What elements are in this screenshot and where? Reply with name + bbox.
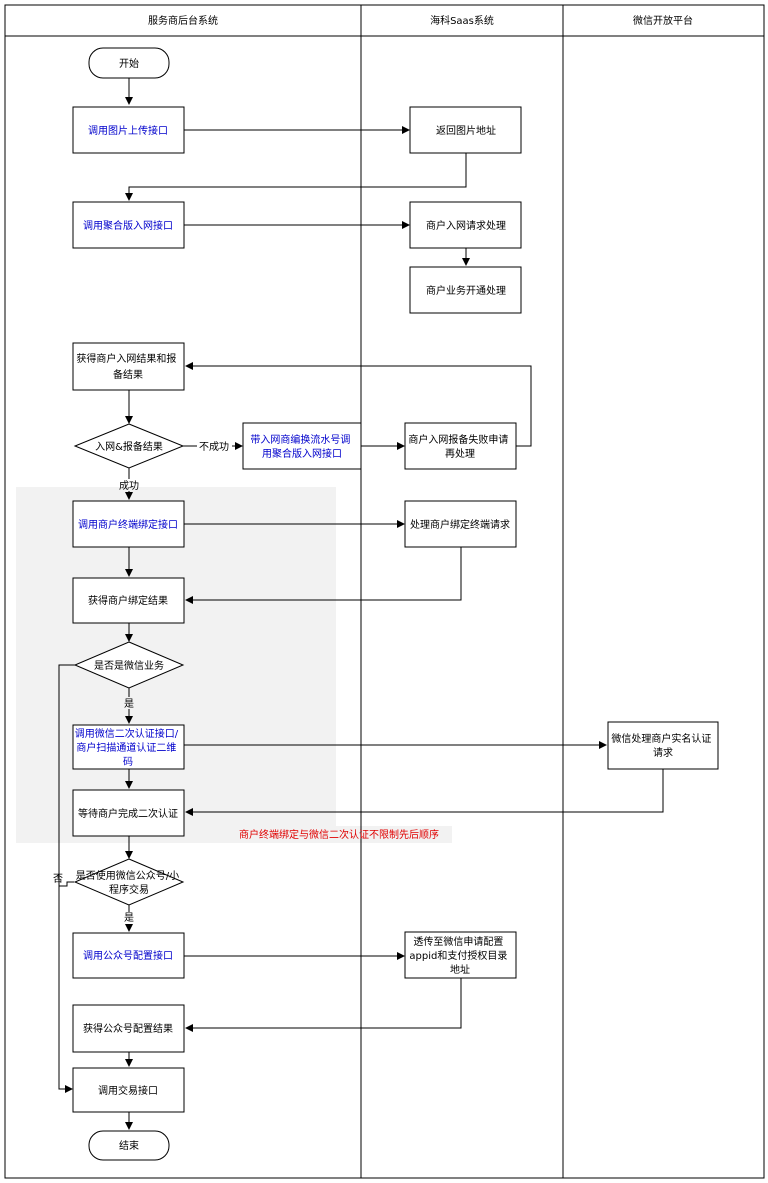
bind-process-node: 处理商户绑定终端请求 bbox=[404, 500, 517, 548]
wechat-auth-api-label-1: 调用微信二次认证接口/ bbox=[75, 727, 179, 740]
get-result-label-1: 获得商户入网结果和报 bbox=[76, 352, 176, 365]
merchant-request-node: 商户入网请求处理 bbox=[409, 201, 522, 249]
svg-text:等待商户完成二次认证: 等待商户完成二次认证 bbox=[78, 807, 178, 820]
svg-text:商户入网请求处理: 商户入网请求处理 bbox=[426, 219, 506, 232]
retry-api-label-1: 带入网商编换流水号调 bbox=[250, 433, 350, 446]
retry-api-node: 带入网商编换流水号调 用聚合版入网接口 bbox=[242, 422, 362, 470]
upload-api-label: 调用图片上传接口 bbox=[88, 124, 168, 137]
swimlane-frame bbox=[4, 4, 765, 1179]
mp-forward-label-1: 透传至微信申请配置 bbox=[413, 935, 503, 948]
decision-mp-label-2: 程序交易 bbox=[109, 883, 149, 896]
retry-api-label-2: 用聚合版入网接口 bbox=[262, 447, 342, 460]
lane-header-wechat: 微信开放平台 bbox=[633, 14, 693, 27]
wechat-realname-label-1: 微信处理商户实名认证 bbox=[611, 732, 711, 745]
aggregate-api-node: 调用聚合版入网接口 bbox=[72, 201, 185, 249]
wait-auth-label: 等待商户完成二次认证 bbox=[78, 807, 178, 820]
bind-result-label: 获得商户绑定结果 bbox=[88, 594, 168, 607]
svg-text:调用聚合版入网接口: 调用聚合版入网接口 bbox=[83, 219, 173, 232]
get-result-node: 获得商户入网结果和报 备结果 bbox=[72, 342, 185, 391]
trade-api-node: 调用交易接口 bbox=[72, 1067, 185, 1113]
svg-text:是否是微信业务: 是否是微信业务 bbox=[94, 659, 164, 672]
svg-text:获得公众号配置结果: 获得公众号配置结果 bbox=[83, 1022, 173, 1035]
svg-text:入网&报备结果: 入网&报备结果 bbox=[95, 440, 163, 453]
lane-header-saas: 海科Saas系统 bbox=[430, 14, 494, 27]
wechat-realname-node: 微信处理商户实名认证 请求 bbox=[607, 721, 719, 770]
wechat-auth-api-label-3: 码 bbox=[123, 756, 133, 768]
mp-result-label: 获得公众号配置结果 bbox=[83, 1022, 173, 1035]
wechat-auth-api-label-2: 商户扫描通道认证二维 bbox=[76, 741, 176, 754]
edges bbox=[58, 78, 664, 1130]
svg-text:商户入网报备失败申请 再处理: 商户入网报备失败申请 再处理 bbox=[408, 433, 511, 460]
fail-reapply-label-1: 商户入网报备失败申请 bbox=[408, 433, 508, 446]
merchant-business-node: 商户业务开通处理 bbox=[409, 266, 522, 314]
mp-result-node: 获得公众号配置结果 bbox=[72, 1004, 185, 1053]
lane-header-backend: 服务商后台系统 bbox=[148, 14, 218, 27]
wechat-realname-label-2: 请求 bbox=[653, 746, 673, 759]
parallel-note: 商户终端绑定与微信二次认证不限制先后顺序 bbox=[239, 828, 439, 841]
svg-text:是否使用微信公众号/小 程序交易: 是否使用微信公众号/小 程序交易 bbox=[76, 869, 183, 896]
decision-wechat-node: 是否是微信业务 bbox=[73, 641, 185, 689]
decision-result-label: 入网&报备结果 bbox=[95, 440, 163, 453]
merchant-request-label: 商户入网请求处理 bbox=[426, 219, 506, 232]
merchant-business-label: 商户业务开通处理 bbox=[426, 284, 506, 297]
edge-label-no: 否 bbox=[53, 873, 63, 885]
bind-process-label: 处理商户绑定终端请求 bbox=[410, 518, 510, 531]
mp-forward-label-3: 地址 bbox=[450, 963, 470, 976]
edge-label-yes-mp: 是 bbox=[124, 912, 134, 924]
return-image-label: 返回图片地址 bbox=[436, 124, 496, 137]
bind-result-node: 获得商户绑定结果 bbox=[72, 577, 185, 624]
edge-label-yes-wechat: 是 bbox=[124, 698, 134, 710]
start-label: 开始 bbox=[119, 57, 139, 70]
svg-text:调用公众号配置接口: 调用公众号配置接口 bbox=[83, 949, 173, 962]
mp-config-api-label: 调用公众号配置接口 bbox=[83, 949, 173, 962]
decision-result-node: 入网&报备结果 bbox=[73, 423, 185, 469]
mp-forward-node: 透传至微信申请配置 appid和支付授权目录 地址 bbox=[404, 931, 517, 979]
svg-text:获得商户入网结果和报 备结果: 获得商户入网结果和报 备结果 bbox=[76, 352, 179, 381]
svg-text:带入网商编换流水号调 用聚合版入网接口: 带入网商编换流水号调 用聚合版入网接口 bbox=[250, 433, 353, 460]
mp-forward-label-2: appid和支付授权目录 bbox=[409, 949, 507, 962]
svg-text:调用图片上传接口: 调用图片上传接口 bbox=[88, 124, 168, 137]
edge-label-success: 成功 bbox=[119, 480, 139, 492]
return-image-node: 返回图片地址 bbox=[409, 106, 522, 154]
svg-text:调用交易接口: 调用交易接口 bbox=[98, 1084, 158, 1097]
svg-text:开始: 开始 bbox=[119, 57, 139, 70]
edge-label-fail: 不成功 bbox=[199, 441, 229, 453]
edge-process-result bbox=[185, 547, 462, 604]
decision-wechat-label: 是否是微信业务 bbox=[94, 659, 164, 672]
aggregate-api-label: 调用聚合版入网接口 bbox=[83, 219, 173, 232]
edge-realname-wait bbox=[185, 769, 664, 816]
end-label: 结束 bbox=[119, 1139, 139, 1152]
svg-text:调用微信二次认证接口/ 商户扫描通道认证二维: 调用微信二次认证接口/ 商户扫描通道认证二维 码 bbox=[75, 727, 182, 768]
decision-mp-node: 是否使用微信公众号/小 程序交易 bbox=[73, 858, 185, 906]
svg-text:微信处理商户实名认证 请求: 微信处理商户实名认证 请求 bbox=[611, 732, 714, 759]
svg-text:返回图片地址: 返回图片地址 bbox=[436, 124, 496, 137]
wait-auth-node: 等待商户完成二次认证 bbox=[72, 789, 185, 837]
svg-text:商户业务开通处理: 商户业务开通处理 bbox=[426, 284, 506, 297]
get-result-label-2: 备结果 bbox=[113, 368, 143, 381]
svg-text:调用商户终端绑定接口: 调用商户终端绑定接口 bbox=[78, 518, 178, 531]
edge-return-aggregate bbox=[125, 153, 467, 201]
start-node: 开始 bbox=[88, 47, 170, 79]
svg-text:结束: 结束 bbox=[119, 1139, 139, 1152]
bind-api-node: 调用商户终端绑定接口 bbox=[72, 500, 185, 548]
decision-mp-label-1: 是否使用微信公众号/小 bbox=[76, 869, 179, 882]
note-background bbox=[226, 826, 452, 843]
wechat-auth-api-node: 调用微信二次认证接口/ 商户扫描通道认证二维 码 bbox=[72, 724, 185, 770]
fail-reapply-label-2: 再处理 bbox=[445, 448, 475, 460]
svg-text:处理商户绑定终端请求: 处理商户绑定终端请求 bbox=[410, 518, 510, 531]
upload-api-node: 调用图片上传接口 bbox=[72, 106, 185, 154]
edge-forward-mpresult bbox=[185, 978, 462, 1032]
edge-mp-no-trade bbox=[59, 881, 74, 887]
trade-api-label: 调用交易接口 bbox=[98, 1084, 158, 1097]
svg-text:透传至微信申请配置 appid和支付授权目录: 透传至微信申请配置 appid和支付授权目录 地址 bbox=[409, 935, 510, 976]
edge-wechat-no-trade bbox=[58, 664, 75, 1093]
edge-fail-result bbox=[185, 362, 532, 447]
mp-config-api-node: 调用公众号配置接口 bbox=[72, 932, 185, 979]
bind-api-label: 调用商户终端绑定接口 bbox=[78, 518, 178, 531]
svg-text:获得商户绑定结果: 获得商户绑定结果 bbox=[88, 594, 168, 607]
fail-reapply-node: 商户入网报备失败申请 再处理 bbox=[404, 422, 517, 470]
end-node: 结束 bbox=[88, 1130, 170, 1161]
